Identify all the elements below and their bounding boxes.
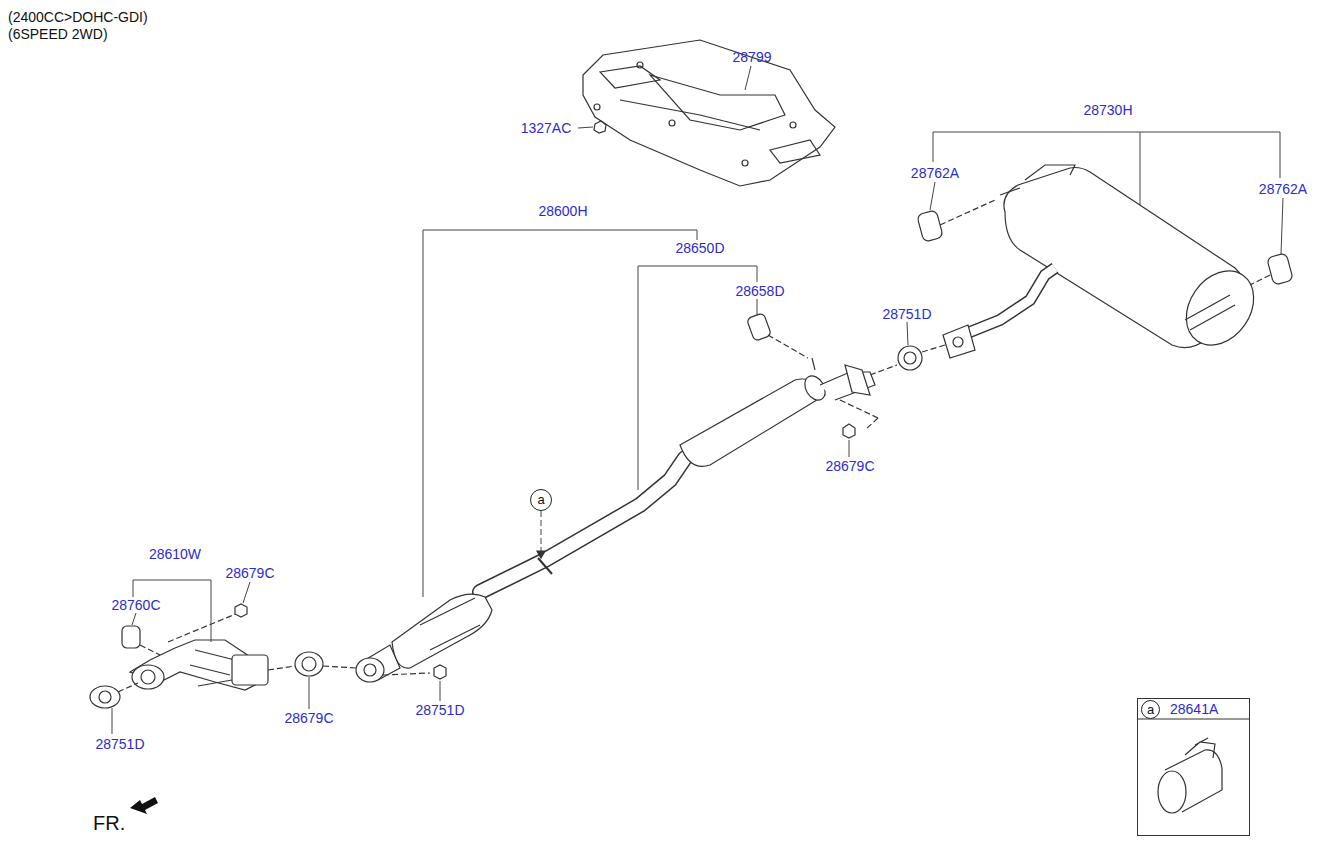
callout-number: 28600H (538, 203, 587, 219)
engine-note: (6SPEED 2WD) (8, 26, 108, 42)
inset-box: 28641A a (1137, 698, 1250, 836)
reference-circle: a (530, 489, 552, 511)
callout-number: 28799 (733, 49, 772, 65)
callout-number: 28658D (735, 283, 784, 299)
reference-letter: a (1142, 701, 1159, 718)
callout-number: 28751D (415, 702, 464, 718)
reference-circle: a (1141, 700, 1160, 719)
callout-number: 28610W (149, 546, 201, 562)
callout-number: 28762A (1259, 181, 1307, 197)
callout-number: 28650D (675, 240, 724, 256)
callout-number: 1327AC (521, 120, 572, 136)
engine-note: (2400CC>DOHC-GDI) (8, 9, 148, 25)
callout-number: 28751D (882, 306, 931, 322)
callout-number: 28679C (284, 710, 333, 726)
callout-number: 28679C (225, 565, 274, 581)
callout-number: 28730H (1083, 102, 1132, 118)
reference-letter: a (531, 490, 551, 510)
callout-number: 28679C (825, 458, 874, 474)
direction-label: FR. (93, 812, 125, 834)
callout-number: 28762A (911, 165, 959, 181)
callout-number: 28751D (95, 736, 144, 752)
callout-number: 28760C (111, 597, 160, 613)
callout-number: 28641A (1170, 701, 1218, 717)
